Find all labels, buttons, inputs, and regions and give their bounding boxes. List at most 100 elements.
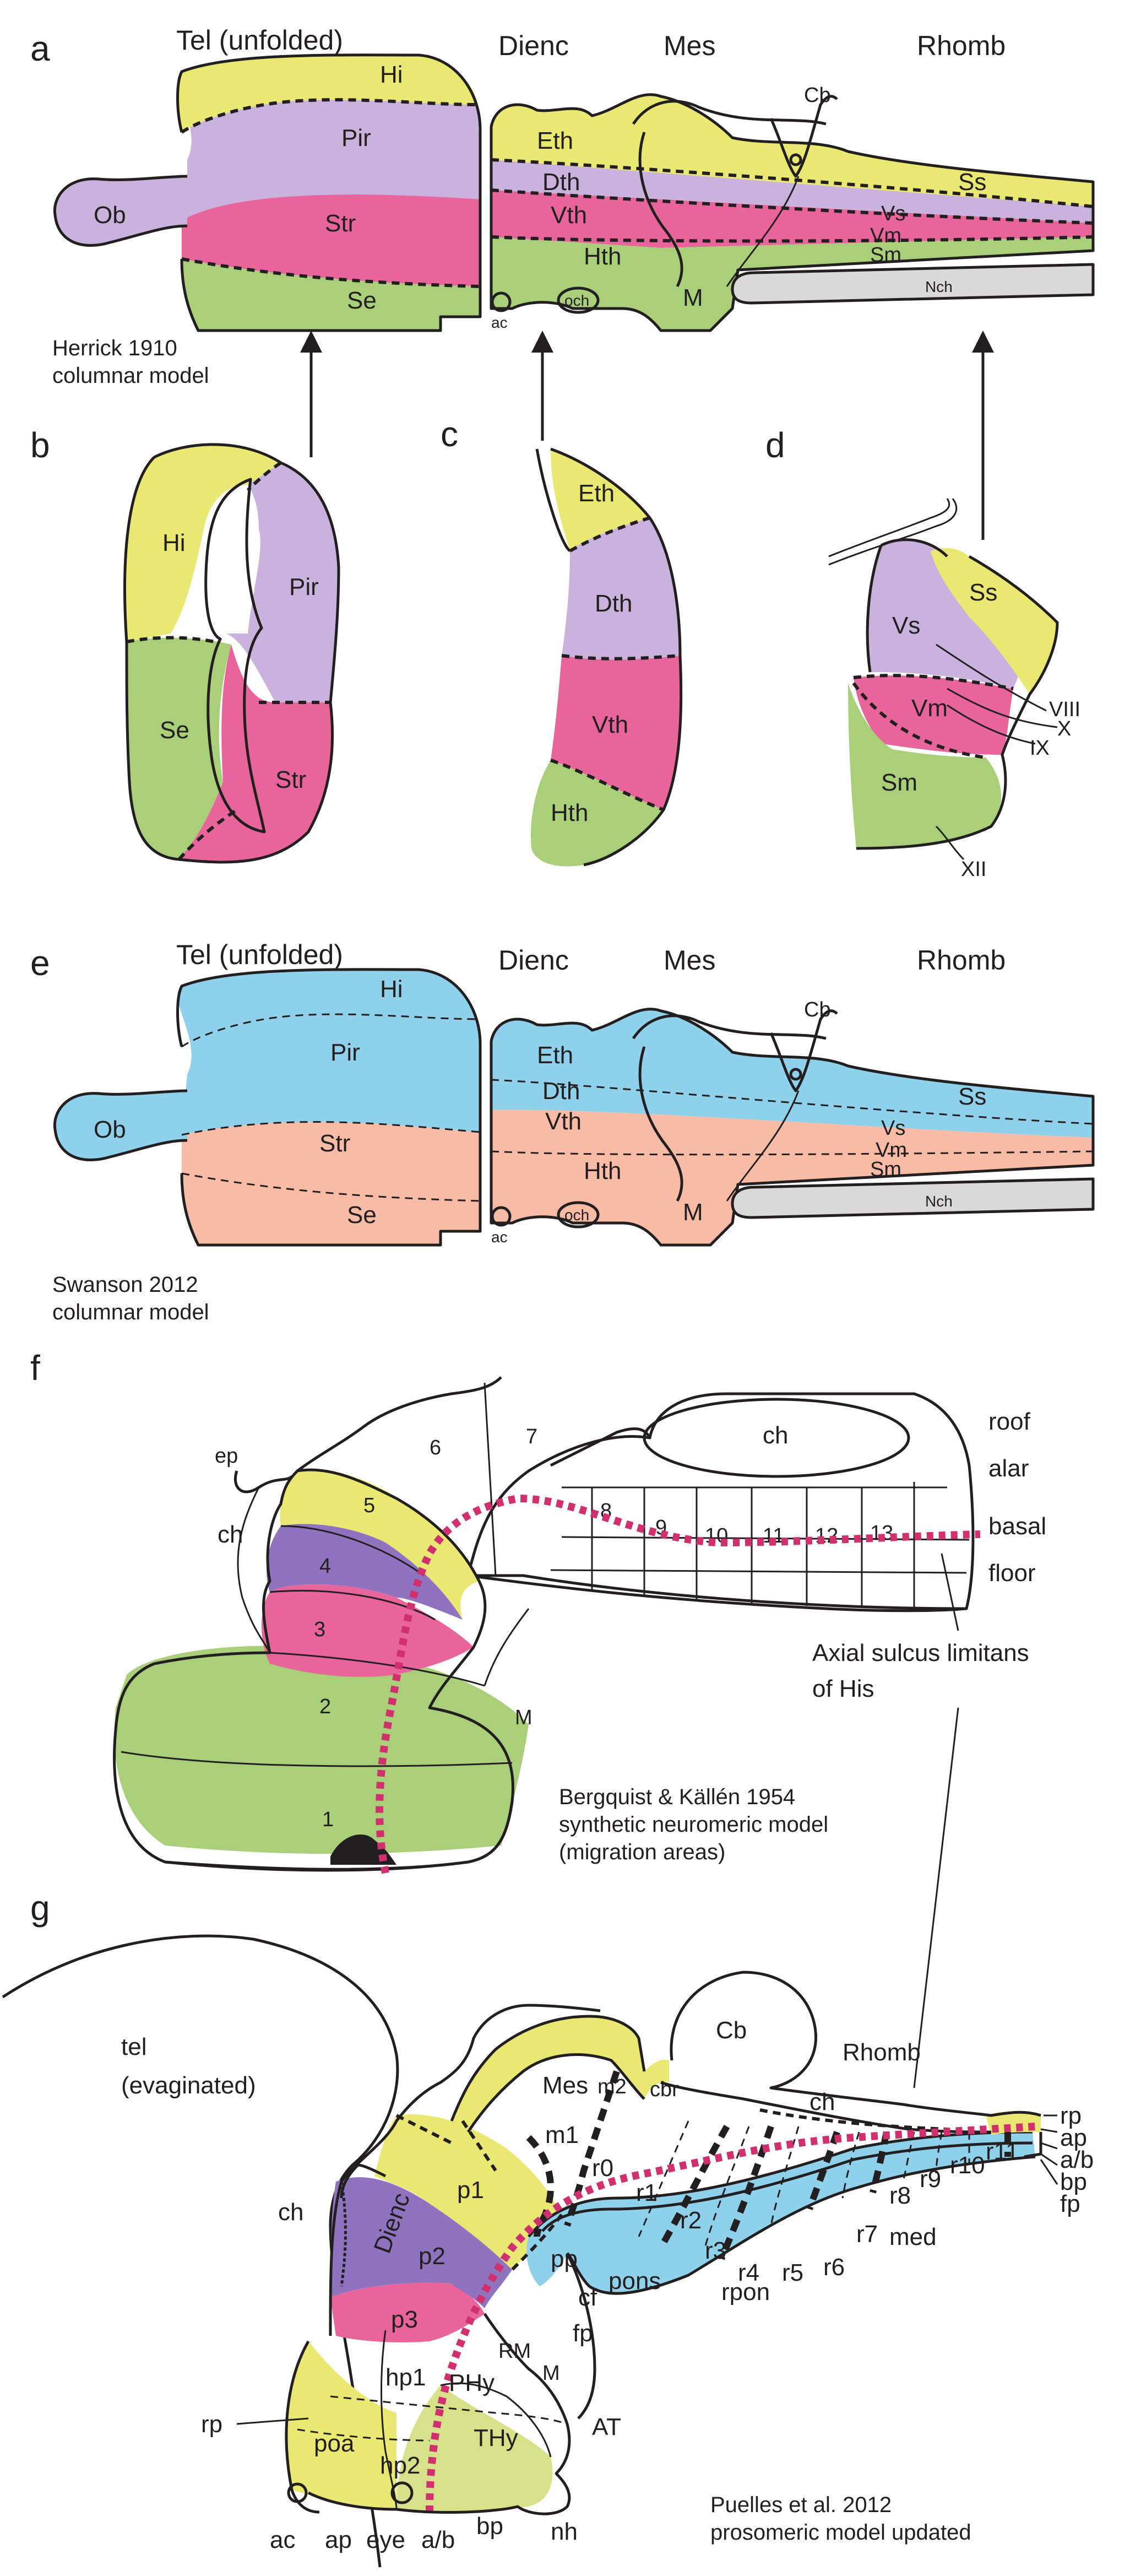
c-hth-fill — [531, 760, 664, 867]
e-header-rhomb: Rhomb — [917, 945, 1006, 976]
f-segment-lines — [550, 1482, 970, 1609]
g-label-phy: PHy — [449, 2369, 495, 2396]
g-tel-1: tel — [121, 2033, 146, 2060]
b-label-pir: Pir — [289, 573, 319, 600]
g-label-r6: r6 — [823, 2254, 845, 2281]
d-nerve-xii — [935, 825, 965, 861]
e-mes-rhomb-limit — [726, 1090, 800, 1202]
e-notochord-fill — [732, 1179, 1093, 1217]
boundary-hi-pir — [181, 98, 479, 134]
f-roof-thick — [550, 1427, 651, 1467]
label-ac: ac — [491, 314, 508, 331]
g-mes-roof-outline — [450, 2015, 646, 2133]
caption-a-1: Herrick 1910 — [52, 336, 177, 360]
g-rp-outline — [285, 2340, 320, 2514]
e-header-tel: Tel (unfolded) — [176, 939, 343, 970]
g-label-m1: m1 — [545, 2122, 579, 2149]
arrow-c-head — [531, 331, 553, 353]
g-right-ab: a/b — [1060, 2146, 1094, 2173]
g-label-pons: pons — [608, 2267, 661, 2294]
panel-f: f ch — [30, 1348, 1046, 2088]
f-roof-dienc — [296, 1376, 502, 1473]
g-right-fp-line — [1040, 2159, 1058, 2185]
panel-letter-g: g — [30, 1888, 50, 1928]
b-label-se: Se — [160, 717, 189, 744]
g-label-p3: p3 — [391, 2306, 418, 2333]
mes-rhomb-limit — [726, 176, 800, 287]
g-p1-limit-top — [395, 2114, 453, 2145]
g-label-r2: r2 — [680, 2207, 702, 2234]
och-ellipse — [557, 286, 600, 314]
g-label-ab: a/b — [421, 2526, 455, 2553]
panel-d: d Vs Ss Vm Sm VIII X IX XII — [765, 425, 1080, 881]
panel-g: g tel (evaginated) — [2, 1888, 1094, 2568]
e-label-och: och — [564, 1206, 589, 1224]
g-label-m: M — [542, 2362, 560, 2385]
f-sulcus-2: of His — [812, 1675, 874, 1702]
g-p1-roof-limit — [461, 2120, 497, 2172]
g-label-r10: r10 — [950, 2152, 985, 2179]
region-ob-fill — [55, 176, 187, 246]
cerebellar-plate — [769, 95, 838, 178]
b-boundary-se-str — [177, 808, 238, 861]
g-r1-limit — [638, 2120, 689, 2237]
g-dienc-outline — [329, 2004, 601, 2336]
header-tel: Tel (unfolded) — [176, 25, 343, 56]
e-header-dienc: Dienc — [498, 945, 569, 976]
c-boundary-dth-vth — [561, 654, 681, 661]
c-outline-inner — [535, 448, 571, 553]
b-label-hi: Hi — [162, 529, 186, 556]
f-rhombencephalon-outline — [466, 1392, 975, 1610]
g-label-r5: r5 — [782, 2259, 803, 2286]
d-label-sm: Sm — [881, 769, 917, 796]
e-mes-dienc-limit — [638, 1046, 683, 1202]
g-right-rp: rp — [1060, 2102, 1082, 2129]
f-num-2: 2 — [319, 1695, 331, 1718]
label-se: Se — [347, 287, 377, 314]
e-label-dth: Dth — [542, 1078, 580, 1105]
f-ch-ellipse — [643, 1398, 910, 1478]
notochord-fill — [732, 264, 1093, 303]
g-right-bp: bp — [1060, 2168, 1087, 2195]
e-ac-circle — [491, 1206, 512, 1227]
region-str-fill — [182, 194, 480, 286]
g-label-nh: nh — [551, 2518, 578, 2545]
d-label-x: X — [1057, 717, 1071, 740]
f-label-m: M — [515, 1706, 533, 1729]
d-nerve-ix — [947, 704, 1036, 745]
g-label-poa: poa — [314, 2430, 355, 2457]
c-label-vth: Vth — [592, 711, 628, 738]
g-p2-fill — [330, 2177, 512, 2308]
g-mes-roof-fill — [452, 2016, 669, 2132]
f-floor-prosenc — [165, 1801, 514, 1872]
d-boundary-vs-vm — [853, 674, 1014, 690]
g-label-eye: eye — [366, 2526, 405, 2553]
c-label-hth: Hth — [551, 799, 588, 826]
e-boundary-alar-basal — [181, 1121, 481, 1136]
g-label-r3: r3 — [705, 2237, 726, 2264]
g-right-ap: ap — [1060, 2124, 1087, 2151]
g-r1-r2-limit — [658, 2125, 730, 2249]
e-label-se: Se — [347, 1202, 377, 1229]
e-label-vs: Vs — [881, 1117, 905, 1140]
e-mes-roof — [632, 1014, 827, 1040]
b-hi-fill — [124, 444, 281, 642]
boundary-str-se — [181, 257, 481, 288]
panel-c: c Eth Dth Vth Hth — [441, 414, 683, 867]
g-rp-pointer — [236, 2417, 309, 2425]
d-nerve-x — [947, 688, 1058, 728]
f-zone-basal: basal — [988, 1513, 1046, 1540]
g-right-ap-line — [1040, 2128, 1058, 2133]
g-r4-limit — [770, 2126, 800, 2226]
panel-e: e Tel (unfolded) Dienc Mes Rhomb Ob Hi P… — [30, 939, 1095, 1324]
e-ob-fill — [55, 1091, 187, 1160]
caption-f-1: Bergquist & Källén 1954 — [559, 1785, 795, 1809]
g-rm-outline — [566, 2252, 596, 2420]
brainstem-outline — [490, 93, 1095, 332]
g-eye-circle — [390, 2481, 414, 2504]
g-label-cbr: cbr — [650, 2078, 679, 2101]
g-ac-circle — [287, 2482, 308, 2503]
header-mes: Mes — [664, 30, 715, 61]
g-label-at: AT — [592, 2413, 621, 2440]
f-num-7: 7 — [526, 1425, 537, 1448]
